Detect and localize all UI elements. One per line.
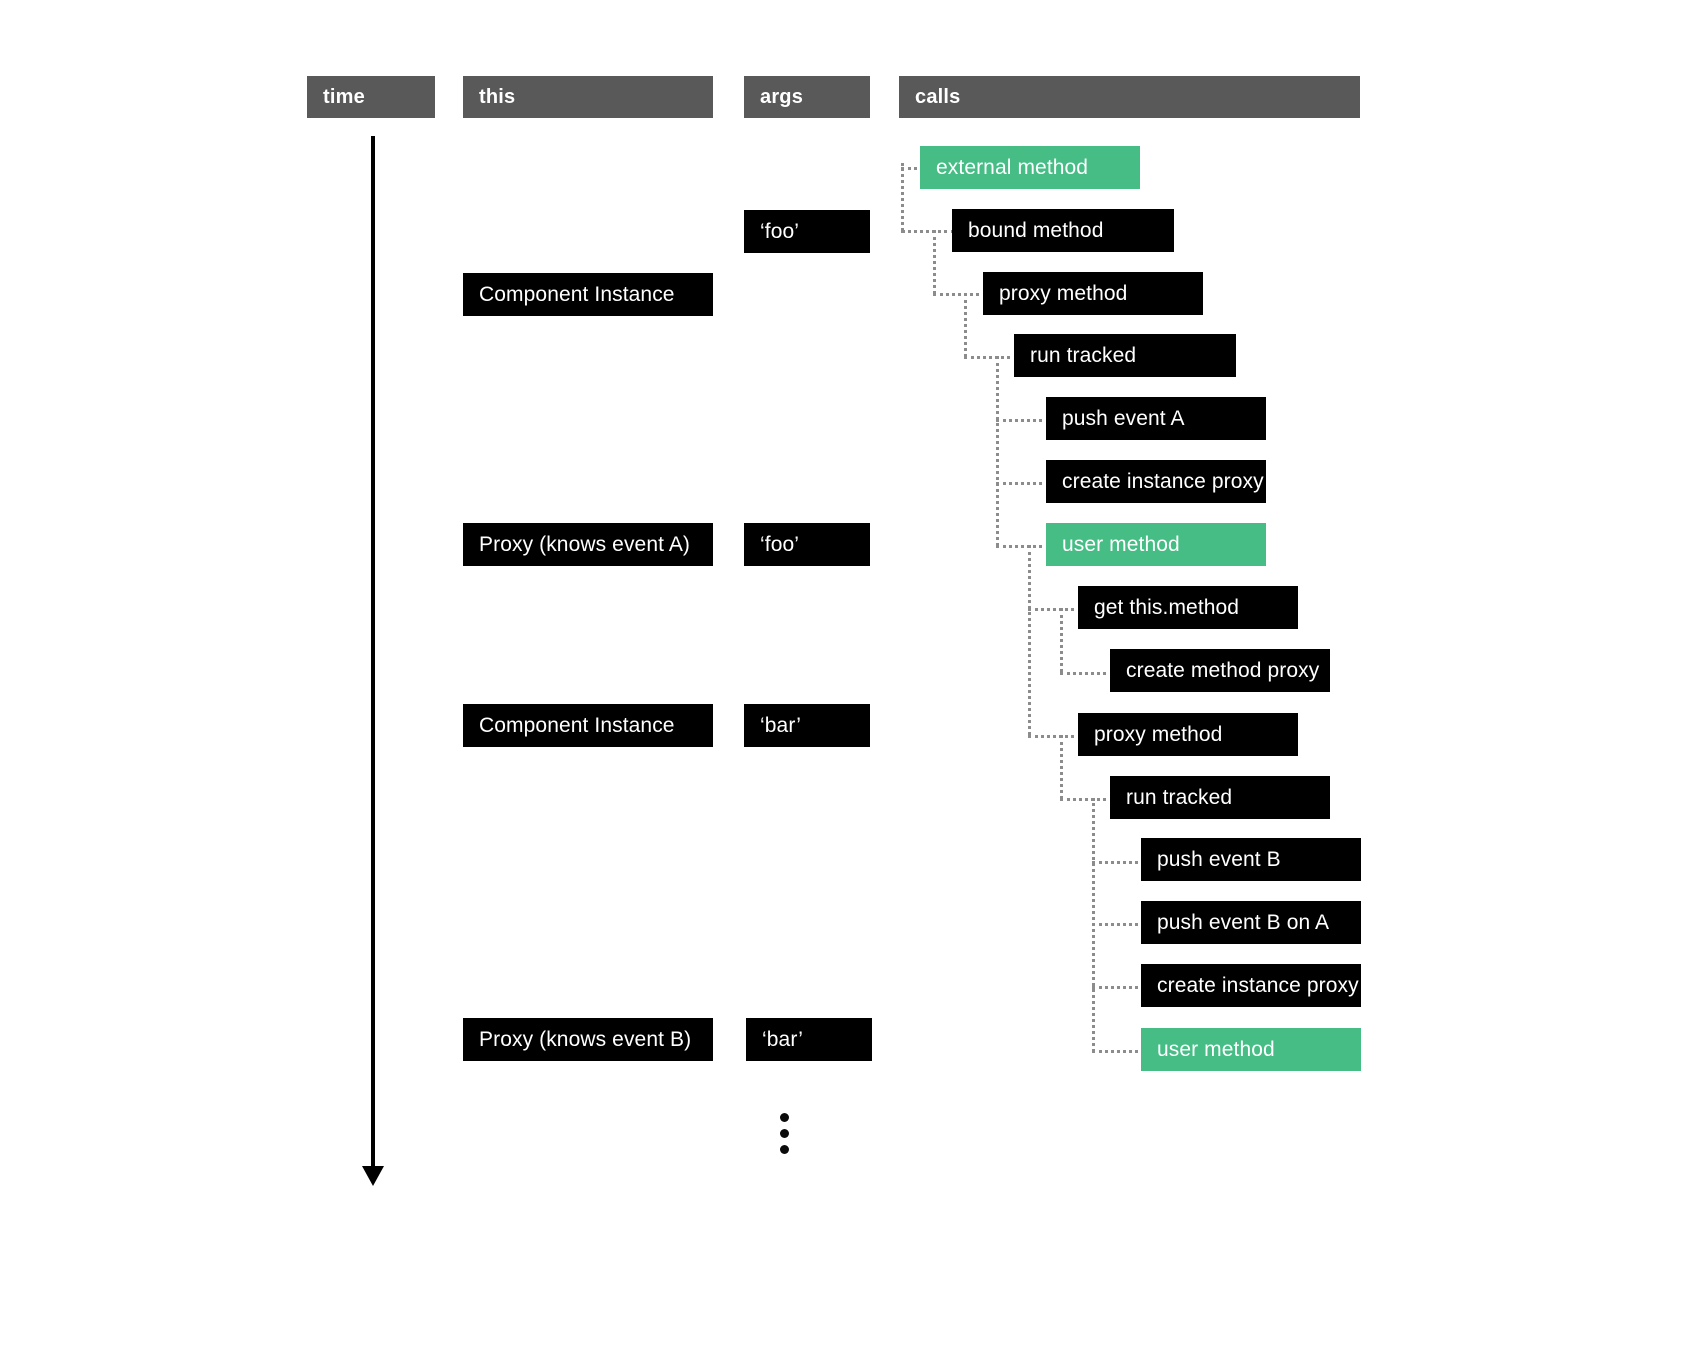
column-header-time: time	[307, 76, 435, 118]
call-frame-box: run tracked	[1014, 334, 1236, 377]
this-value-box: Proxy (knows event B)	[463, 1018, 713, 1061]
args-value-box: ‘foo’	[744, 210, 870, 253]
call-frame-box: proxy method	[1078, 713, 1298, 756]
vertical-ellipsis-icon	[780, 1113, 789, 1154]
connector-line	[996, 356, 999, 546]
connector-line	[1060, 798, 1113, 801]
connector-line	[1028, 608, 1081, 611]
connector-line	[1060, 608, 1063, 672]
call-frame-box: proxy method	[983, 272, 1203, 315]
this-value-box: Component Instance	[463, 704, 713, 747]
call-frame-box: push event A	[1046, 397, 1266, 440]
connector-line	[996, 545, 1049, 548]
call-frame-box: user method	[1141, 1028, 1361, 1071]
args-value-box: ‘foo’	[744, 523, 870, 566]
call-frame-box: create method proxy	[1110, 649, 1330, 692]
args-value-box: ‘bar’	[746, 1018, 872, 1061]
call-frame-box: bound method	[952, 209, 1174, 252]
connector-line	[996, 482, 1049, 485]
connector-line	[933, 230, 936, 294]
connector-line	[1092, 1050, 1144, 1053]
args-value-box: ‘bar’	[744, 704, 870, 747]
time-axis-line	[371, 136, 375, 1166]
connector-line	[1092, 923, 1144, 926]
connector-line	[1060, 672, 1113, 675]
call-frame-box: push event B on A	[1141, 901, 1361, 944]
call-frame-box: create instance proxy	[1141, 964, 1361, 1007]
column-header-calls: calls	[899, 76, 1360, 118]
connector-line	[1092, 861, 1144, 864]
call-frame-box: run tracked	[1110, 776, 1330, 819]
call-frame-box: create instance proxy	[1046, 460, 1266, 503]
connector-line	[901, 163, 904, 231]
connector-line	[933, 293, 986, 296]
connector-line	[1092, 986, 1144, 989]
connector-line	[1028, 545, 1031, 735]
call-frame-box: external method	[920, 146, 1140, 189]
connector-line	[964, 356, 1017, 359]
connector-line	[901, 167, 923, 170]
call-frame-box: get this.method	[1078, 586, 1298, 629]
connector-line	[964, 293, 967, 357]
call-frame-box: user method	[1046, 523, 1266, 566]
this-value-box: Proxy (knows event A)	[463, 523, 713, 566]
connector-line	[1028, 735, 1081, 738]
ellipsis-dot	[780, 1129, 789, 1138]
column-header-this: this	[463, 76, 713, 118]
ellipsis-dot	[780, 1145, 789, 1154]
connector-line	[901, 230, 955, 233]
connector-line	[996, 419, 1049, 422]
time-axis-arrowhead	[362, 1166, 384, 1186]
connector-line	[1060, 735, 1063, 799]
ellipsis-dot	[780, 1113, 789, 1122]
call-frame-box: push event B	[1141, 838, 1361, 881]
column-header-args: args	[744, 76, 870, 118]
this-value-box: Component Instance	[463, 273, 713, 316]
